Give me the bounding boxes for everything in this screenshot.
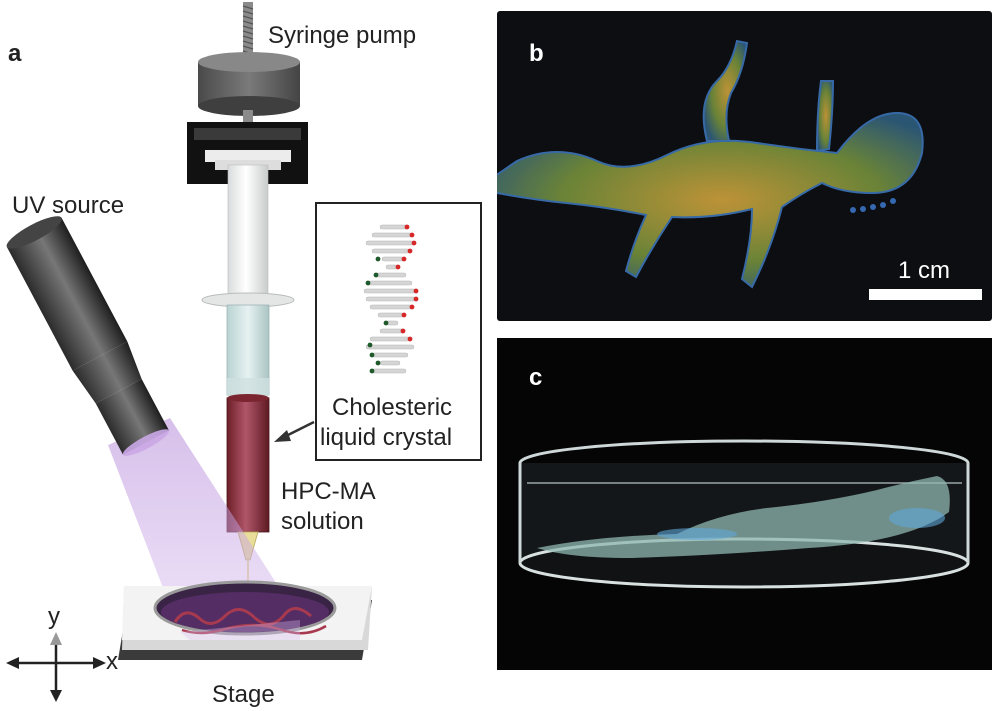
- cholesteric-label-line2: liquid crystal: [320, 424, 453, 451]
- hpc-ma-label-line1: HPC-MA: [281, 478, 376, 505]
- scale-bar-label: 1 cm: [898, 257, 951, 284]
- uv-source-lamp: [6, 216, 170, 456]
- inset-pointer-arrow: [274, 420, 315, 442]
- panel-b-letter: b: [529, 40, 544, 67]
- axis-y-label: y: [48, 603, 60, 630]
- pump-threaded-rod: [242, 2, 254, 58]
- xy-axes: [6, 632, 106, 702]
- hpc-ma-label-line2: solution: [281, 508, 364, 535]
- cholesteric-helix-icon: [363, 224, 419, 374]
- submerged-gecko: [537, 476, 950, 558]
- photo-b-printed-gecko: [497, 11, 992, 321]
- panel-a-letter: a: [8, 40, 22, 67]
- uv-source-label: UV source: [12, 192, 125, 219]
- uv-beam: [108, 418, 300, 632]
- printer-stage: [118, 580, 372, 660]
- cholesteric-label-line1: Cholesteric: [332, 394, 453, 421]
- syringe-pump-label: Syringe pump: [268, 22, 417, 49]
- gecko-shape: [497, 39, 924, 289]
- photo-c-petri-dish: [497, 338, 992, 670]
- syringe-pump-body: [198, 52, 300, 116]
- axis-x-label: x: [106, 648, 118, 675]
- printer-schematic: [6, 2, 482, 702]
- stage-label: Stage: [212, 681, 275, 708]
- panel-c-letter: c: [529, 364, 543, 391]
- scale-bar: [869, 289, 982, 300]
